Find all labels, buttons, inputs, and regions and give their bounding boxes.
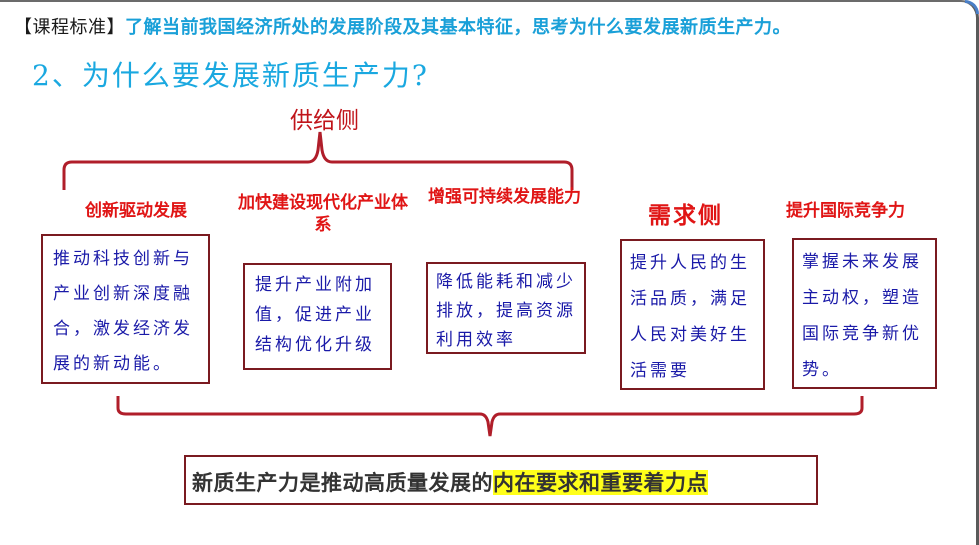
box-sustainable-development: 降低能耗和减少排放，提高资源利用效率 (426, 262, 586, 354)
course-standard: 【课程标准】了解当前我国经济所处的发展阶段及其基本特征，思考为什么要发展新质生产… (14, 13, 791, 39)
course-standard-tag: 【课程标准】 (14, 17, 125, 38)
heading-international-competitiveness: 提升国际竞争力 (786, 201, 905, 221)
heading-modern-industry: 加快建设现代化产业体系 (238, 193, 408, 235)
conclusion-box: 新质生产力是推动高质量发展的内在要求和重要着力点 (184, 455, 818, 505)
supply-side-label: 供给侧 (290, 108, 359, 134)
heading-innovation-driven: 创新驱动发展 (85, 201, 187, 221)
box-modern-industry: 提升产业附加值，促进产业结构优化升级 (243, 263, 392, 370)
heading-sustainable-development: 增强可持续发展能力 (428, 187, 581, 207)
conclusion-highlight: 内在要求和重要着力点 (493, 470, 708, 495)
box-innovation-driven: 推动科技创新与产业创新深度融合，激发经济发展的新动能。 (41, 234, 210, 384)
course-standard-text: 了解当前我国经济所处的发展阶段及其基本特征，思考为什么要发展新质生产力。 (125, 17, 791, 38)
corner-accent (965, 0, 979, 14)
demand-side-label: 需求侧 (648, 202, 723, 229)
summary-brace (116, 396, 864, 437)
conclusion-text: 新质生产力是推动高质量发展的 (192, 470, 493, 495)
supply-side-brace (62, 131, 574, 190)
box-demand-side: 提升人民的生活品质，满足人民对美好生活需要 (620, 239, 765, 390)
box-international-competitiveness: 掌握未来发展主动权，塑造国际竞争新优势。 (792, 238, 937, 389)
page-title: 2、为什么要发展新质生产力? (32, 59, 429, 92)
